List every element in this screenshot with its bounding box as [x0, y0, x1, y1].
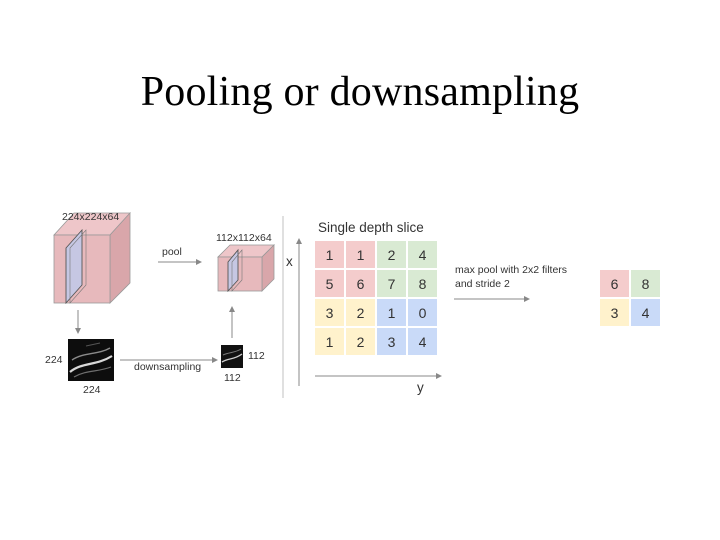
- maxpool-label-line2: and stride 2: [455, 278, 510, 290]
- result-cell: 6: [599, 269, 630, 298]
- x-axis-label: x: [286, 254, 293, 269]
- grid-cell: 2: [376, 240, 407, 269]
- input-volume-label: 224x224x64: [62, 211, 120, 223]
- input-image-width-label: 224: [83, 384, 101, 396]
- grid-cell: 1: [314, 327, 345, 356]
- pool-label: pool: [162, 246, 182, 258]
- y-axis-label: y: [417, 380, 424, 395]
- pooled-volume-label: 112x112x64: [216, 232, 272, 244]
- output-image: [221, 345, 243, 368]
- grid-cell: 1: [345, 240, 376, 269]
- grid-cell: 0: [407, 298, 438, 327]
- grid-cell: 4: [407, 240, 438, 269]
- input-volume-cube: [53, 211, 131, 305]
- result-cell: 3: [599, 298, 630, 327]
- downsampling-label: downsampling: [134, 361, 202, 373]
- grid-cell: 5: [314, 269, 345, 298]
- input-image-height-label: 224: [45, 354, 63, 366]
- grid-cell: 1: [376, 298, 407, 327]
- output-image-width-label: 112: [224, 372, 241, 384]
- slide-title: Pooling or downsampling: [140, 69, 580, 115]
- grid-cell: 3: [376, 327, 407, 356]
- grid-cell: 6: [345, 269, 376, 298]
- result-cell: 8: [630, 269, 661, 298]
- maxpool-label-line1: max pool with 2x2 filters: [455, 264, 568, 276]
- pooled-depth-slice: [227, 248, 239, 293]
- output-image-height-label: 112: [248, 350, 265, 362]
- input-image: [68, 339, 114, 381]
- grid-cell: 3: [314, 298, 345, 327]
- grid-cell: 1: [314, 240, 345, 269]
- result-cell: 4: [630, 298, 661, 327]
- slice-title: Single depth slice: [318, 220, 424, 235]
- grid-cell: 4: [407, 327, 438, 356]
- grid-cell: 2: [345, 327, 376, 356]
- pooled-volume-cube: [217, 244, 275, 293]
- grid-cell: 7: [376, 269, 407, 298]
- grid-cell: 8: [407, 269, 438, 298]
- grid-cell: 2: [345, 298, 376, 327]
